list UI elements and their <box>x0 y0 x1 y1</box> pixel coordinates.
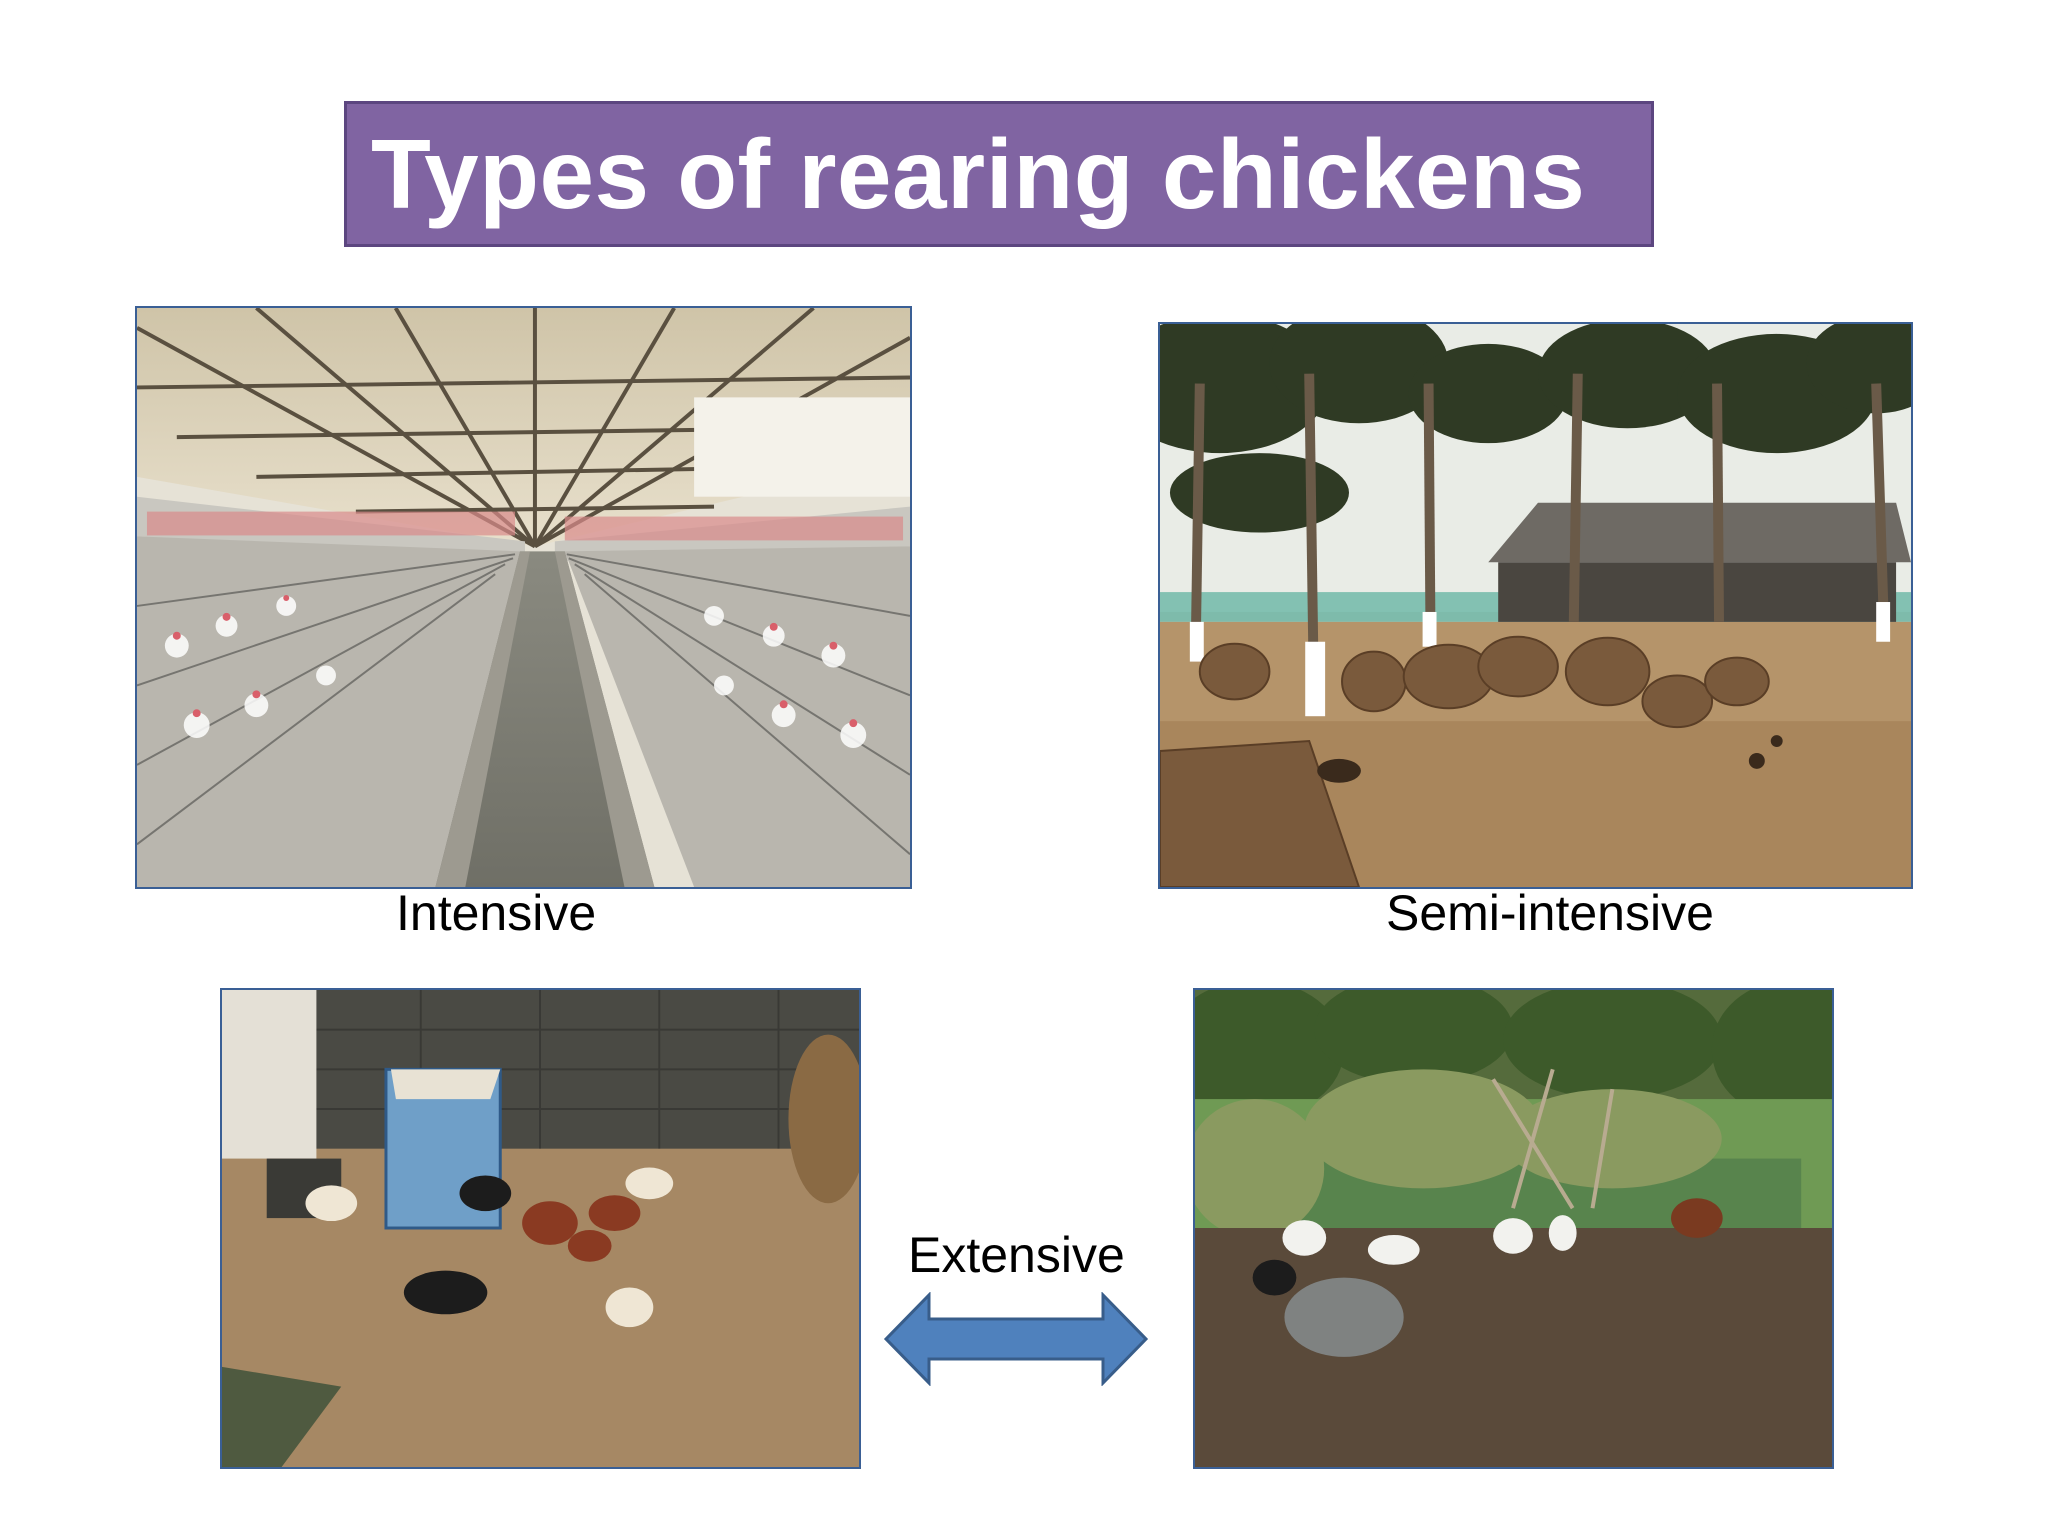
palm-yard-image <box>1160 324 1911 887</box>
slide-title: Types of rearing chickens <box>371 119 1586 229</box>
title-banner: Types of rearing chickens <box>344 101 1654 247</box>
double-headed-arrow-icon <box>883 1291 1149 1387</box>
extensive-caption: Extensive <box>908 1227 1125 1283</box>
backyard-chickens-image <box>222 990 859 1467</box>
semi-intensive-caption: Semi-intensive <box>1386 885 1714 941</box>
extensive-backyard-photo <box>220 988 861 1469</box>
semi-intensive-photo <box>1158 322 1913 889</box>
extensive-village-photo <box>1193 988 1834 1469</box>
village-chickens-image <box>1195 990 1832 1467</box>
intensive-photo <box>135 306 912 889</box>
battery-cage-house-image <box>137 308 910 887</box>
intensive-caption: Intensive <box>396 885 597 941</box>
